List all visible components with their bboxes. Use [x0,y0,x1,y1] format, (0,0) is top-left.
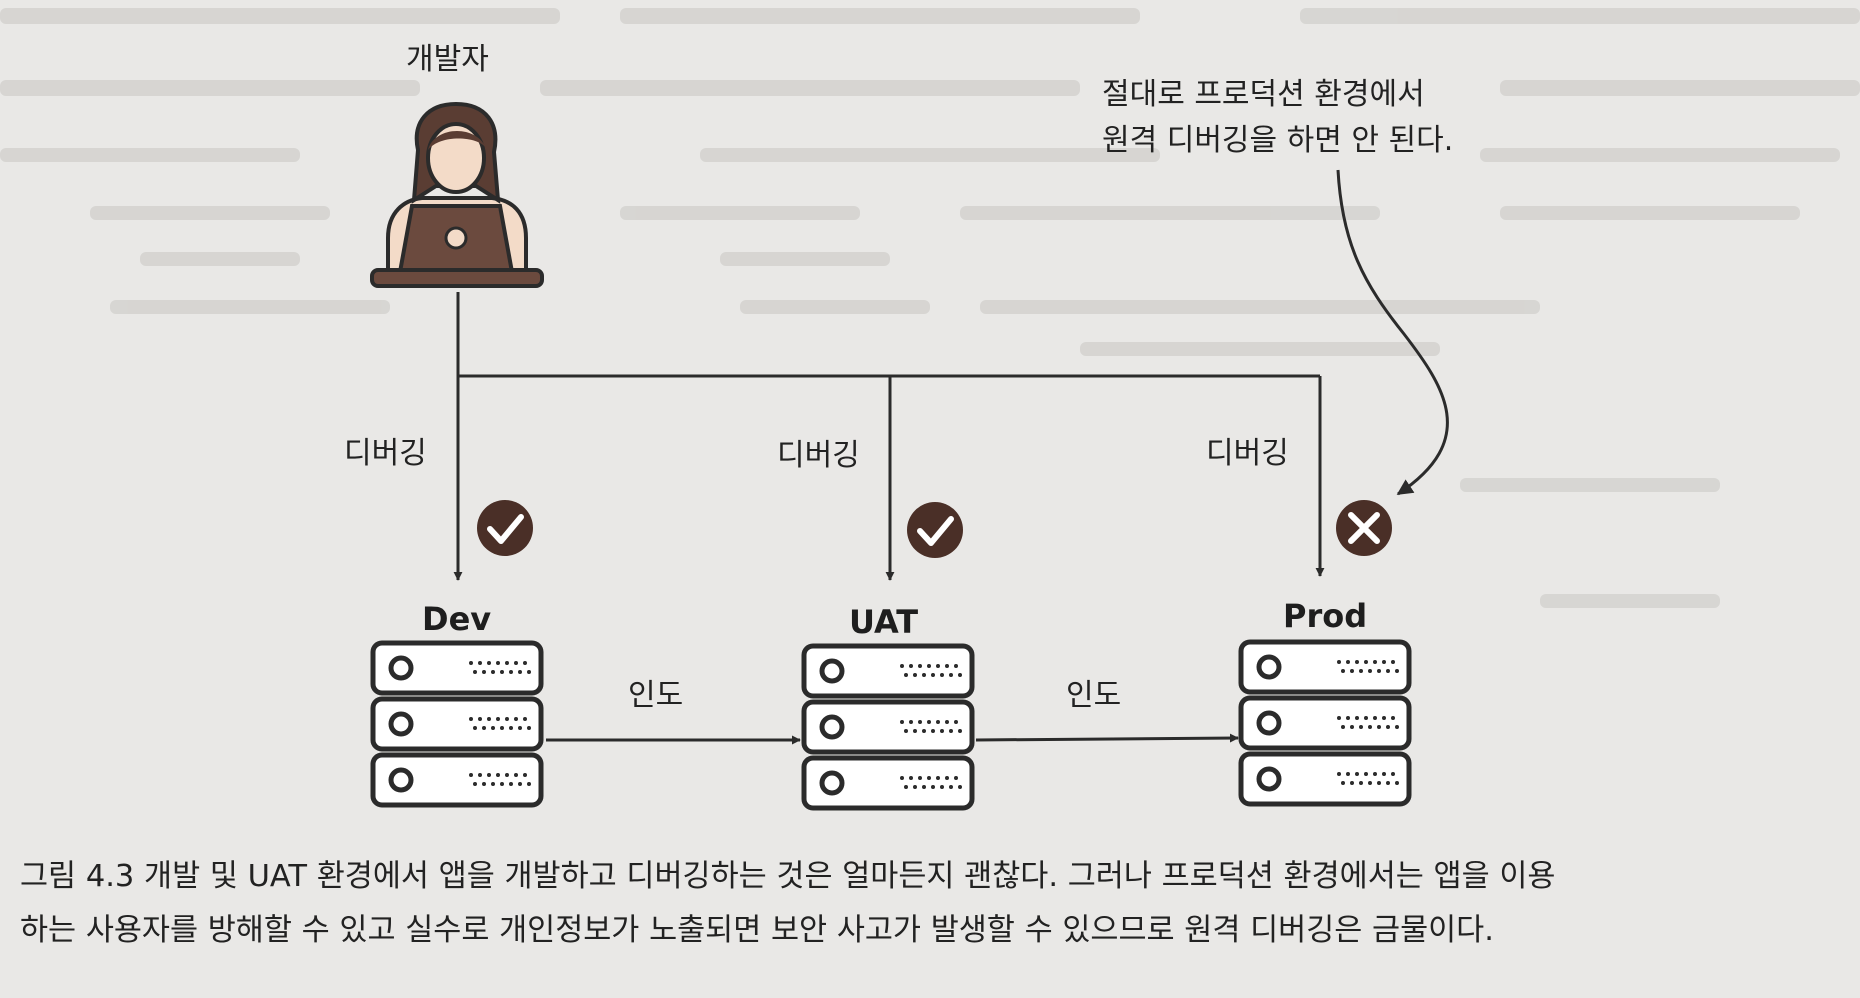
debug-label-uat: 디버깅 [777,438,860,473]
server-rack-icon [370,640,544,808]
handoff-arrow-uat-prod [975,733,1239,743]
handoff-label-uat-prod: 인도 [1066,678,1122,713]
x-badge-icon [1336,500,1392,556]
server-rack-icon [801,643,975,811]
warning-note: 절대로 프로덕션 환경에서 원격 디버깅을 하면 안 된다. [1102,72,1453,164]
server-rack-icon [1238,639,1412,807]
check-badge-icon [907,502,963,558]
debug-label-dev: 디버깅 [344,436,427,471]
debug-label-prod: 디버깅 [1206,436,1289,471]
person-laptop-icon [370,101,544,288]
figure-caption: 그림 4.3 개발 및 UAT 환경에서 앱을 개발하고 디버깅하는 것은 얼마… [20,850,1840,958]
handoff-arrows [546,733,1239,745]
caption-line: 그림 4.3 개발 및 UAT 환경에서 앱을 개발하고 디버깅하는 것은 얼마… [20,859,1556,894]
debug-connectors [453,169,1449,581]
warning-note-line: 원격 디버깅을 하면 안 된다. [1102,123,1454,158]
env-label-uat: UAT [849,603,919,641]
note-pointer [1336,169,1449,496]
caption-line: 하는 사용자를 방해할 수 있고 실수로 개인정보가 노출되면 보안 사고가 발… [20,913,1494,948]
warning-note-line: 절대로 프로덕션 환경에서 [1102,77,1425,112]
handoff-label-dev-uat: 인도 [628,678,684,713]
check-badge-icon [477,500,533,556]
developer-label: 개발자 [406,42,489,77]
env-label-dev: Dev [422,600,492,638]
env-label-prod: Prod [1283,597,1368,635]
